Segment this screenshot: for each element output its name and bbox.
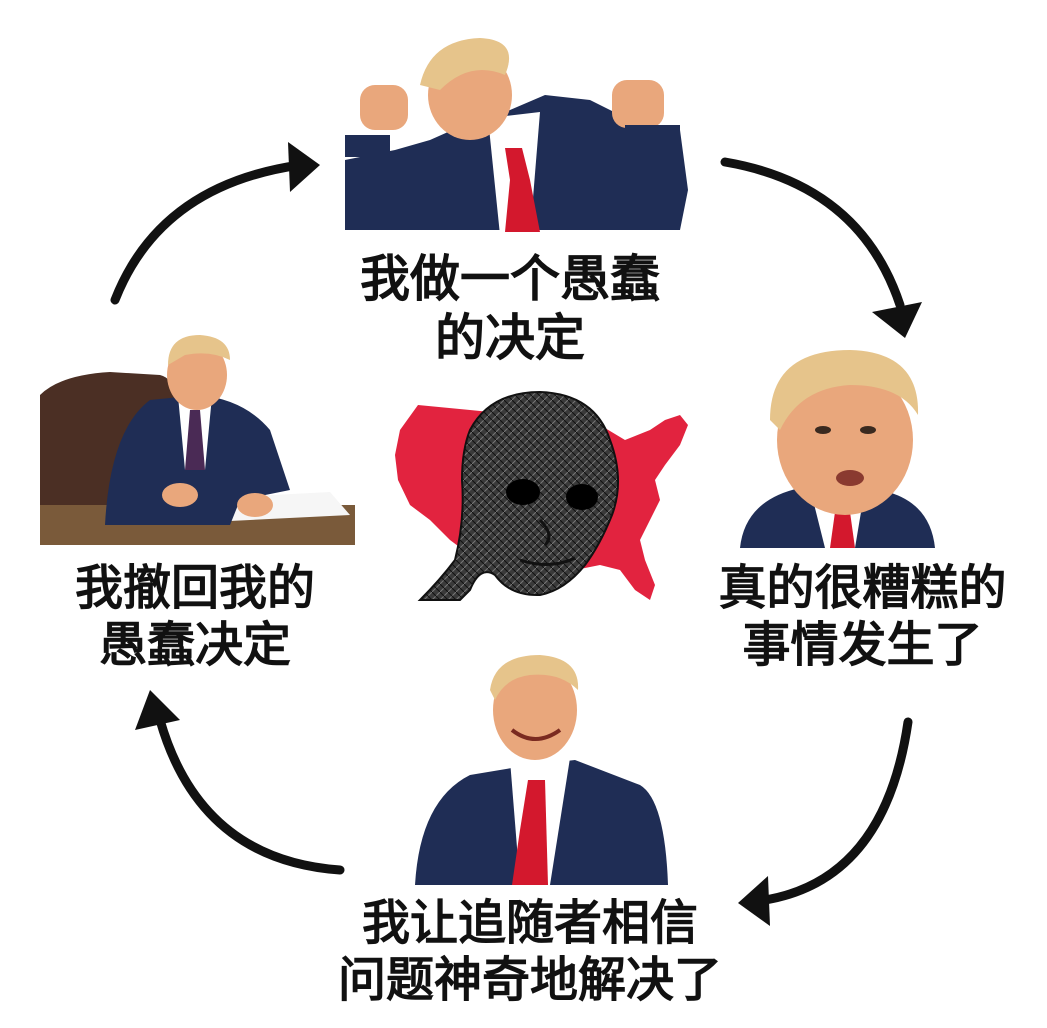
bottom-figure-smiling xyxy=(415,655,668,885)
caption-left-line1: 我撤回我的 xyxy=(74,560,315,616)
caption-bottom-line1: 我让追随者相信 xyxy=(361,895,698,951)
caption-left-line2: 愚蠢决定 xyxy=(98,616,291,673)
wojak-icon xyxy=(417,390,620,601)
caption-bottom: 我让追随者相信 问题神奇地解决了 xyxy=(280,895,780,1008)
caption-left: 我撤回我的 愚蠢决定 xyxy=(30,560,360,673)
caption-top: 我做一个愚蠢 的决定 xyxy=(330,250,690,368)
arrow-icon xyxy=(135,690,180,730)
arrow-icon xyxy=(288,142,320,192)
arrow-heads xyxy=(135,142,922,926)
caption-top-line1: 我做一个愚蠢 xyxy=(360,250,660,308)
caption-right: 真的很糟糕的 事情发生了 xyxy=(690,560,1035,673)
arrow-icon xyxy=(760,717,913,905)
caption-top-line2: 的决定 xyxy=(435,309,585,367)
cycle-arrows xyxy=(110,157,913,905)
arrow-icon xyxy=(110,160,305,305)
arrow-icon xyxy=(155,715,345,875)
caption-bottom-line2: 问题神奇地解决了 xyxy=(337,951,722,1008)
caption-right-line1: 真的很糟糕的 xyxy=(718,560,1007,616)
arrow-icon xyxy=(720,157,905,310)
arrow-icon xyxy=(872,302,922,338)
arrow-icon xyxy=(738,876,770,926)
right-figure-portrait xyxy=(740,350,935,548)
caption-right-line2: 事情发生了 xyxy=(742,616,983,673)
top-figure-fists-raised xyxy=(345,38,688,235)
left-figure-signing xyxy=(40,335,355,545)
